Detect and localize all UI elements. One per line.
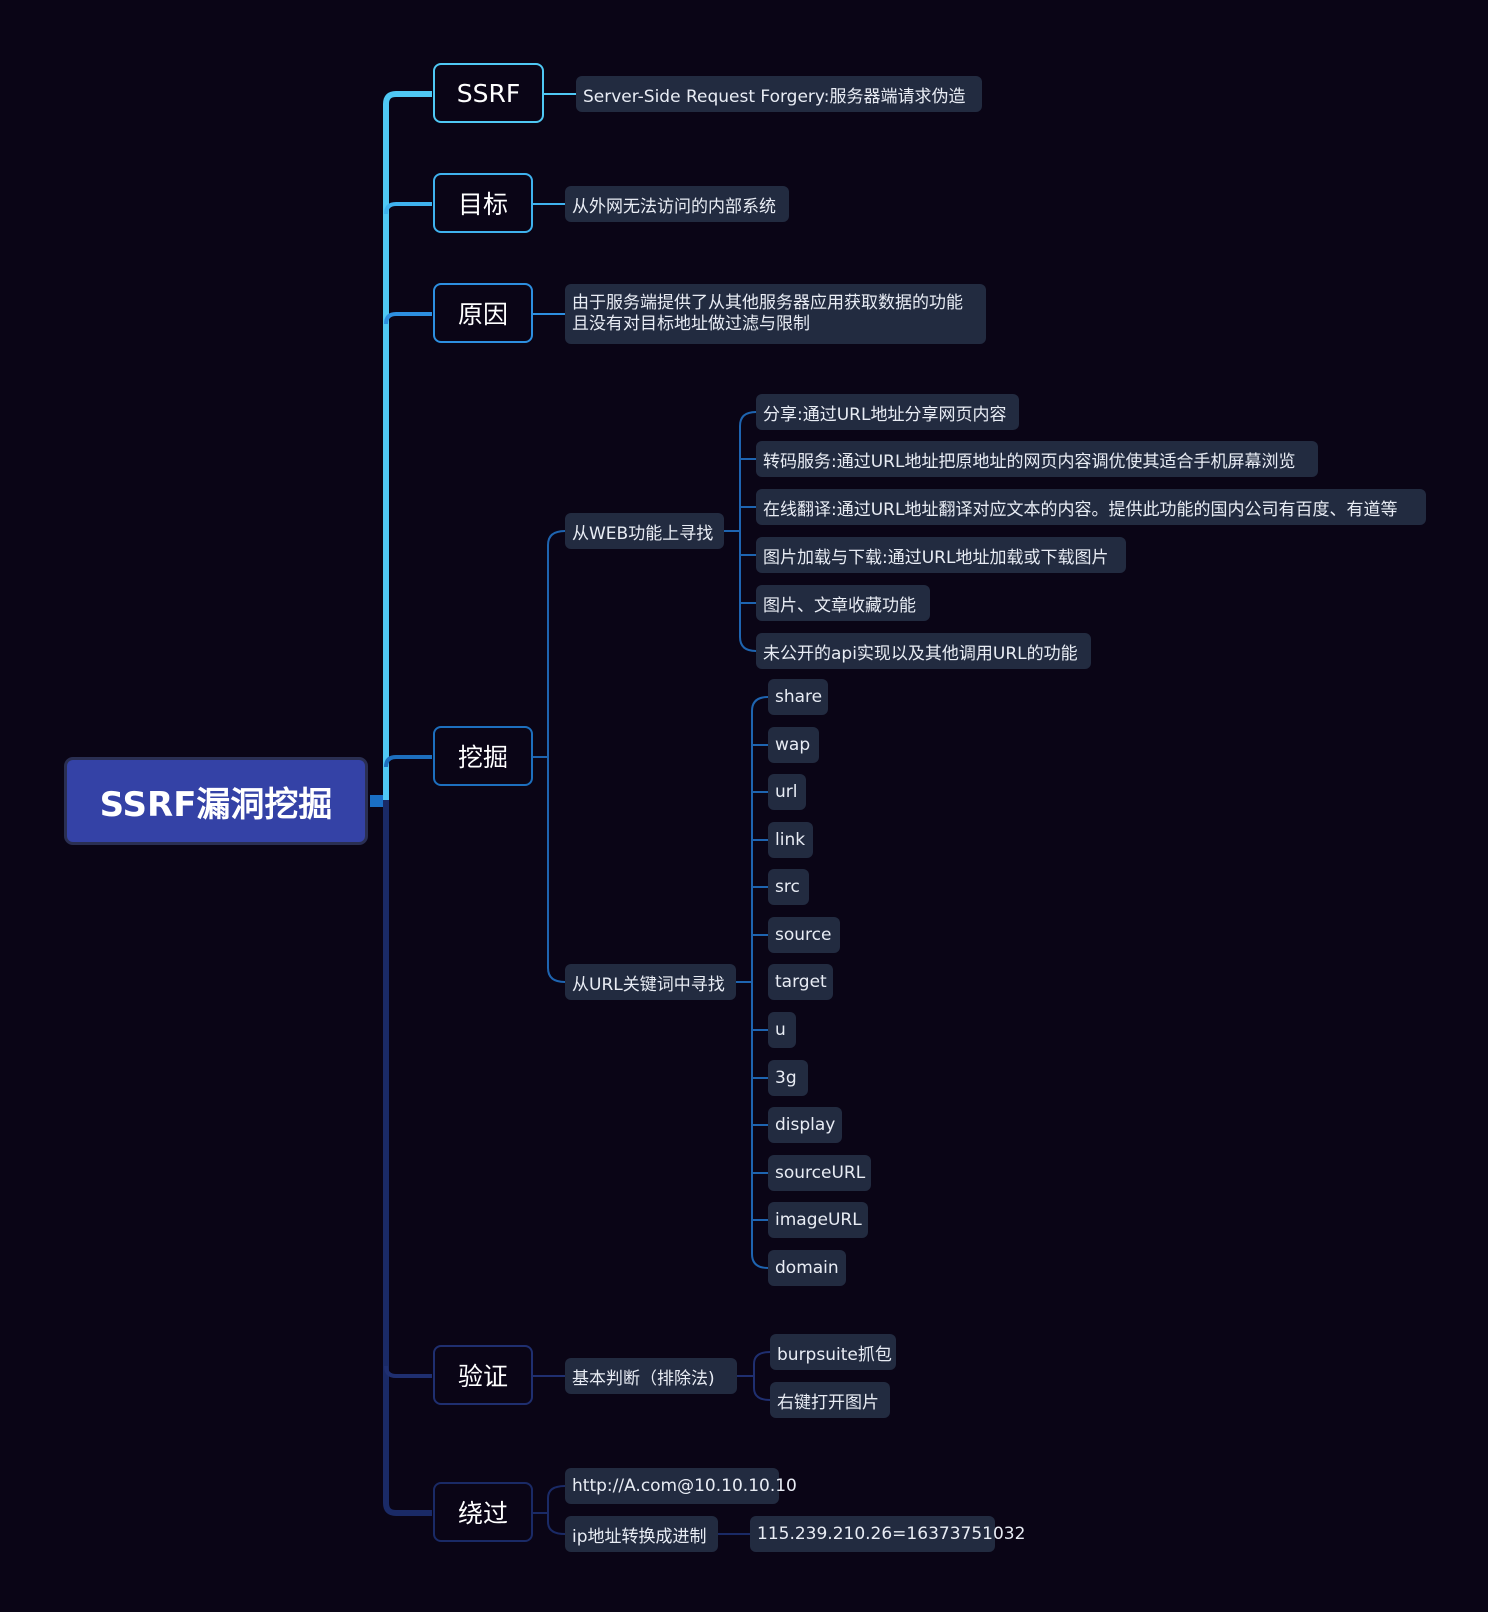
verify-burpsuite[interactable]: burpsuite抓包	[770, 1334, 896, 1370]
bypass-ip-convert[interactable]: ip地址转换成进制	[565, 1516, 718, 1552]
keyword-u[interactable]: u	[768, 1012, 796, 1048]
node-target[interactable]: 目标	[433, 173, 533, 233]
ssrf-definition[interactable]: Server-Side Request Forgery:服务器端请求伪造	[576, 76, 982, 112]
web-item-transcode[interactable]: 转码服务:通过URL地址把原地址的网页内容调优使其适合手机屏幕浏览	[756, 441, 1318, 477]
keyword-wap[interactable]: wap	[768, 727, 819, 763]
keyword-url[interactable]: url	[768, 774, 806, 810]
web-item-private-api[interactable]: 未公开的api实现以及其他调用URL的功能	[756, 633, 1091, 669]
keyword-3g[interactable]: 3g	[768, 1060, 808, 1096]
node-cause[interactable]: 原因	[433, 283, 533, 343]
keyword-domain[interactable]: domain	[768, 1250, 846, 1286]
bypass-ip-value[interactable]: 115.239.210.26=16373751032	[750, 1516, 1025, 1552]
node-ssrf[interactable]: SSRF	[433, 63, 544, 123]
keyword-share[interactable]: share	[768, 679, 828, 715]
web-item-share[interactable]: 分享:通过URL地址分享网页内容	[756, 394, 1019, 430]
keyword-link[interactable]: link	[768, 822, 813, 858]
verify-open-image[interactable]: 右键打开图片	[770, 1382, 890, 1418]
keyword-target[interactable]: target	[768, 964, 833, 1000]
target-description[interactable]: 从外网无法访问的内部系统	[565, 186, 789, 222]
web-item-translate[interactable]: 在线翻译:通过URL地址翻译对应文本的内容。提供此功能的国内公司有百度、有道等	[756, 489, 1426, 525]
keyword-src[interactable]: src	[768, 869, 809, 905]
web-item-favorites[interactable]: 图片、文章收藏功能	[756, 585, 930, 621]
node-mining[interactable]: 挖掘	[433, 726, 533, 786]
cause-description[interactable]: 由于服务端提供了从其他服务器应用获取数据的功能 且没有对目标地址做过滤与限制	[565, 284, 986, 344]
basic-judgment[interactable]: 基本判断（排除法)	[565, 1358, 737, 1394]
keyword-display[interactable]: display	[768, 1107, 842, 1143]
web-item-image-load[interactable]: 图片加载与下载:通过URL地址加载或下载图片	[756, 537, 1126, 573]
keyword-imageurl[interactable]: imageURL	[768, 1202, 868, 1238]
url-keyword-search[interactable]: 从URL关键词中寻找	[565, 964, 736, 1000]
keyword-sourceurl[interactable]: sourceURL	[768, 1155, 871, 1191]
keyword-source[interactable]: source	[768, 917, 840, 953]
cause-line-1: 由于服务端提供了从其他服务器应用获取数据的功能	[572, 293, 963, 313]
node-verify[interactable]: 验证	[433, 1345, 533, 1405]
cause-line-2: 且没有对目标地址做过滤与限制	[572, 314, 810, 334]
web-function-search[interactable]: 从WEB功能上寻找	[565, 513, 724, 549]
node-bypass[interactable]: 绕过	[433, 1482, 533, 1542]
root-topic[interactable]: SSRF漏洞挖掘	[64, 757, 368, 845]
bypass-at-url[interactable]: http://A.com@10.10.10.10	[565, 1468, 797, 1504]
